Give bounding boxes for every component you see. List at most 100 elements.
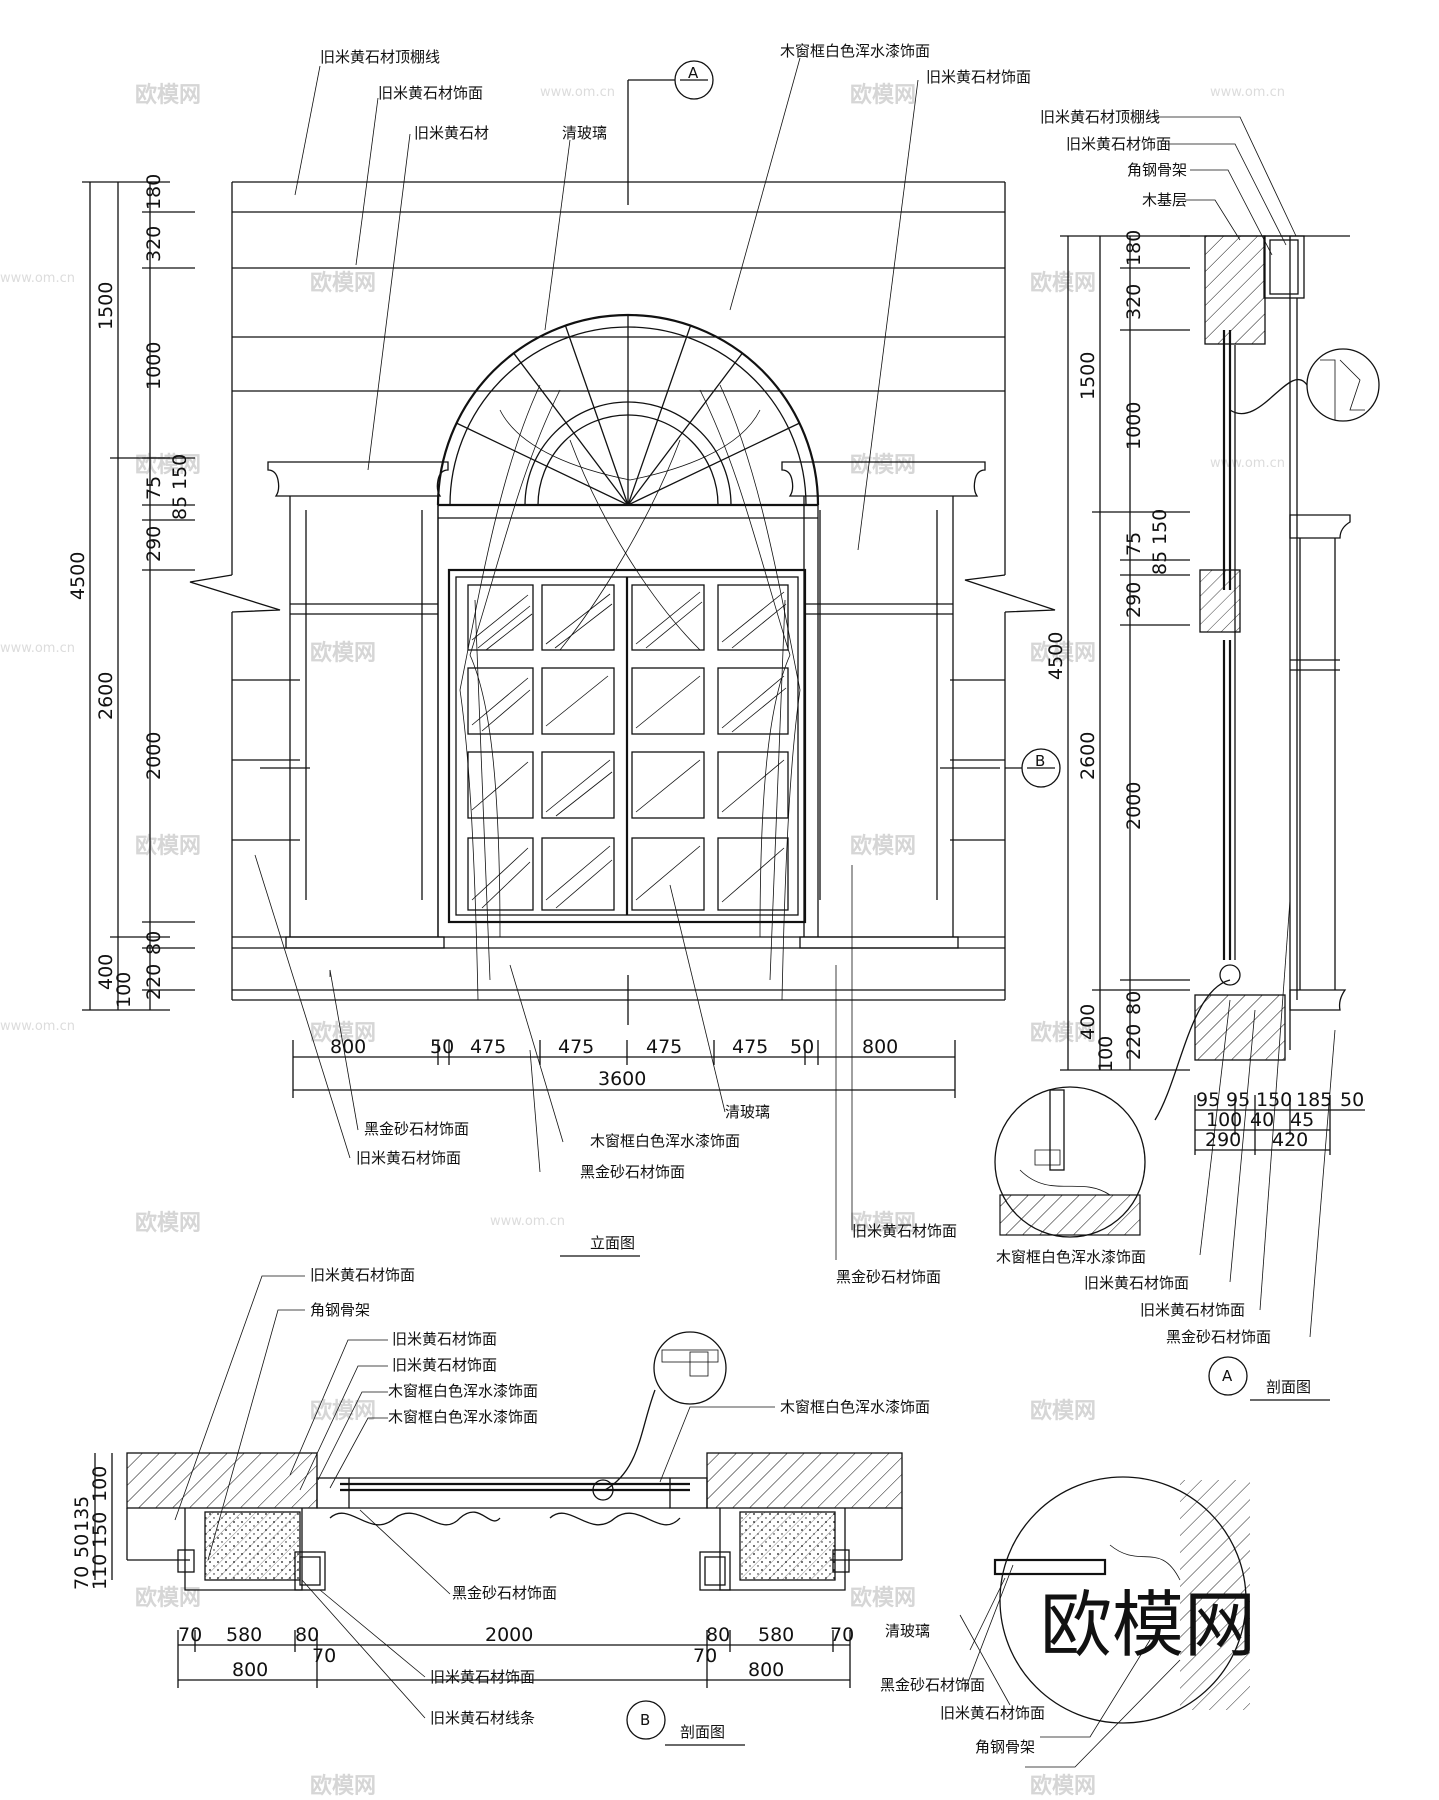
dim-text: 2600 <box>1077 732 1099 780</box>
dim-text: 150 <box>1256 1089 1292 1111</box>
label-black-stone: 黑金砂石材饰面 <box>836 1268 941 1286</box>
glass-hatching <box>471 591 787 909</box>
dim-text: 70 <box>71 1566 93 1590</box>
label-facing: 旧米黄石材饰面 <box>926 68 1031 86</box>
label-glass: 清玻璃 <box>562 124 607 142</box>
dim-text: 1500 <box>95 282 117 330</box>
label-cornice: 旧米黄石材顶棚线 <box>320 48 440 66</box>
label-cornice: 旧米黄石材顶棚线 <box>1040 108 1160 126</box>
label-steel: 角钢骨架 <box>1127 161 1187 179</box>
label-glass: 清玻璃 <box>725 1103 770 1121</box>
dim-text: 85 <box>1149 551 1171 575</box>
label-black-stone: 黑金砂石材饰面 <box>452 1584 557 1602</box>
dim-text: 40 <box>1250 1109 1274 1131</box>
dim-text: 100 <box>1095 1036 1117 1072</box>
watermark-brand: 欧模网 <box>1030 640 1096 666</box>
label-black-stone: 黑金砂石材饰面 <box>880 1676 985 1694</box>
section-a-dimensions: 4500 2600 1500 400 100 320 180 1000 290 … <box>1045 230 1365 1155</box>
dim-text: 4500 <box>67 552 89 600</box>
watermark-brand: 欧模网 <box>850 833 916 859</box>
dim-text: 800 <box>330 1036 366 1058</box>
dim-text: 110 <box>89 1554 111 1590</box>
label-steel: 角钢骨架 <box>310 1301 370 1319</box>
dim-text: 150 <box>169 454 191 490</box>
dim-text: 50 <box>1340 1089 1364 1111</box>
watermark-brand: 欧模网 <box>1030 1773 1096 1799</box>
label-wood: 木基层 <box>1142 191 1187 209</box>
watermark-brand: 欧模网 <box>1030 1398 1096 1424</box>
elevation-leaders <box>254 57 919 1260</box>
window-panes <box>467 577 789 915</box>
dim-text: 400 <box>1077 1004 1099 1040</box>
dim-text: 80 <box>295 1624 319 1646</box>
dim-text: 50 <box>790 1036 814 1058</box>
watermark-brand: 欧模网 <box>1030 270 1096 296</box>
dim-text: 220 <box>1123 1024 1145 1060</box>
dim-text: 800 <box>862 1036 898 1058</box>
dim-text: 475 <box>732 1036 768 1058</box>
dim-text: 85 <box>169 496 191 520</box>
dim-text: 45 <box>1290 1109 1314 1131</box>
elevation-bottom-dimensions: 800 50 475 475 475 475 50 800 3600 <box>292 1036 956 1098</box>
watermark-brand: 欧模网 <box>310 640 376 666</box>
dim-text: 95 <box>1226 1089 1250 1111</box>
dim-text: 180 <box>1123 230 1145 266</box>
dim-total: 3600 <box>598 1068 646 1090</box>
dim-text: 475 <box>646 1036 682 1058</box>
dim-text: 1000 <box>143 342 165 390</box>
section-b-leaders <box>174 1275 1181 1768</box>
dim-text: 475 <box>558 1036 594 1058</box>
dim-text: 1500 <box>1077 352 1099 400</box>
dim-text: 50 <box>71 1534 93 1558</box>
section-b-title: 剖面图 <box>680 1723 725 1741</box>
dim-text: 2000 <box>143 732 165 780</box>
watermark-site: www.om.cn <box>0 641 75 656</box>
watermark-site: www.om.cn <box>540 85 615 100</box>
dim-text: 180 <box>143 174 165 210</box>
section-a-marker: A <box>1222 1367 1233 1385</box>
dim-text: 475 <box>470 1036 506 1058</box>
watermark-brand: 欧模网 <box>850 1585 916 1611</box>
label-black-stone: 黑金砂石材饰面 <box>580 1163 685 1181</box>
label-glass: 清玻璃 <box>885 1622 930 1640</box>
dim-text: 75 <box>143 476 165 500</box>
dim-text: 290 <box>143 526 165 562</box>
watermark-brand: 欧模网 <box>135 1585 201 1611</box>
dim-text: 100 <box>113 972 135 1008</box>
dim-text: 95 <box>1196 1089 1220 1111</box>
watermark-brand: 欧模网 <box>850 82 916 108</box>
watermark-brand: 欧模网 <box>135 452 201 478</box>
label-facing: 旧米黄石材饰面 <box>356 1149 461 1167</box>
watermark-site: www.om.cn <box>0 271 75 286</box>
dim-text: 185 <box>1296 1089 1332 1111</box>
label-facing: 旧米黄石材饰面 <box>852 1222 957 1240</box>
watermark-brand: 欧模网 <box>310 270 376 296</box>
elevation-drawing: A B 4500 1500 2600 400 100 320 180 1000 … <box>67 42 1061 1286</box>
dim-text: 70 <box>312 1645 336 1667</box>
watermark-layer: 欧模网 www.om.cn 欧模网 www.om.cn 欧模网 www.om.c… <box>0 82 1285 1799</box>
dim-text: 80 <box>706 1624 730 1646</box>
dim-text: 150 <box>89 1512 111 1548</box>
label-facing: 旧米黄石材饰面 <box>392 1330 497 1348</box>
dim-text: 50 <box>430 1036 454 1058</box>
dim-text: 320 <box>1123 284 1145 320</box>
label-black-stone: 黑金砂石材饰面 <box>364 1120 469 1138</box>
watermark-site: www.om.cn <box>490 1214 565 1229</box>
section-marker-b: B <box>1035 752 1045 770</box>
dim-text: 100 <box>1206 1109 1242 1131</box>
dim-text: 70 <box>178 1624 202 1646</box>
label-stone: 旧米黄石材 <box>414 124 489 142</box>
watermark-brand: 欧模网 <box>850 1210 916 1236</box>
dim-text: 80 <box>143 931 165 955</box>
label-steel: 角钢骨架 <box>975 1738 1035 1756</box>
label-frame: 木窗框白色浑水漆饰面 <box>388 1382 538 1400</box>
watermark-brand: 欧模网 <box>1030 1020 1096 1046</box>
dim-text: 290 <box>1123 582 1145 618</box>
watermark-site: www.om.cn <box>1210 85 1285 100</box>
dim-text: 2000 <box>1123 782 1145 830</box>
dim-text: 800 <box>748 1659 784 1681</box>
dim-text: 80 <box>1123 991 1145 1015</box>
label-frame: 木窗框白色浑水漆饰面 <box>780 1398 930 1416</box>
watermark-brand: 欧模网 <box>310 1020 376 1046</box>
dim-text: 320 <box>143 226 165 262</box>
